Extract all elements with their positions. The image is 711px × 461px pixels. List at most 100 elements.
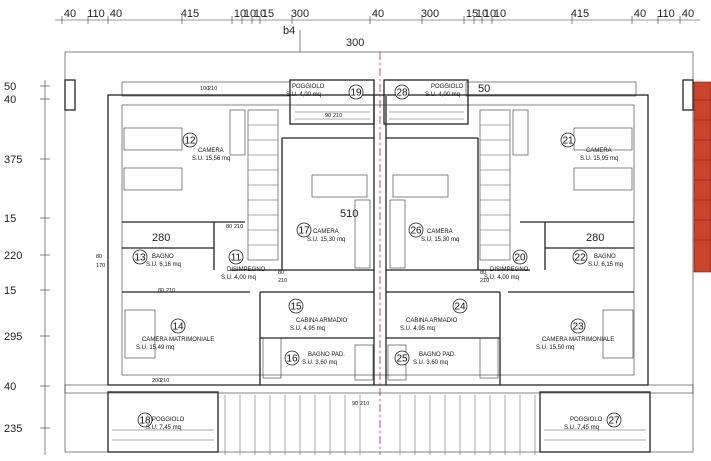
room-area: S.U. 4,95 mq [400,326,435,332]
room-area: S.U. 3,60 mq [302,360,337,366]
room-area: S.U. 6,15 mq [588,262,623,268]
left-dimension-label: 235 [4,423,22,435]
window-label: 510 [340,208,358,220]
bottom-balconies [64,384,694,455]
opening-label: 170 [96,263,105,269]
room-name: CAMERA [198,148,224,154]
room-number: 24 [454,302,466,313]
opening-label: 210 [208,86,217,92]
left-dimension-label: 15 [4,213,16,225]
opening-label: 80 [226,224,232,230]
room-number: 12 [184,136,196,147]
top-dimension-label: 415 [181,8,199,20]
top-dimension-label: 110 [87,8,105,20]
top-dimension-label: 10 [254,8,266,20]
left-dimension-label: 375 [4,154,22,166]
room-number-circle [182,132,198,148]
room-number: 23 [572,322,584,333]
top-dimension-label: 40 [634,8,646,20]
room-number-circle [296,222,312,238]
room-area: S.U. 6,16 mq [146,262,181,268]
room-name: CABINA ARMADIO [406,318,458,324]
room-number: 21 [562,136,574,147]
opening-label: 210 [160,378,169,384]
span-side-label: 50 [478,83,490,95]
top-dimension-label: 40 [64,8,76,20]
opening-label: 80 [480,270,486,276]
opening-label: 210 [278,278,287,284]
room-number: 14 [172,322,184,333]
opening-label: 210 [480,278,489,284]
room-area: S.U. 15,30 mq [421,237,459,243]
opening-label: 210 [360,401,369,407]
room-name: CAMERA MATRIMONIALE [142,337,214,343]
room-number: 19 [350,88,362,99]
room-name: POGGIOLO [431,84,464,90]
room-number-circle [408,222,424,238]
room-number: 28 [396,88,408,99]
room-area: S.U. 4,00 mq [425,92,460,98]
room-number-circle [170,318,186,334]
top-dimension-label: 415 [571,8,589,20]
left-dimension-label: 50 [4,81,16,93]
top-dimension-label: 300 [291,8,309,20]
room-name: CABINA ARMADIO [296,318,348,324]
opening-label: 90 [352,401,358,407]
room-number-circle [137,412,153,428]
room-number: 20 [514,253,526,264]
opening-label: 210 [333,113,342,119]
room-number-circle [560,132,576,148]
opening-label: 90 [325,113,331,119]
room-number: 13 [134,253,146,264]
opening-label: 200 [152,378,161,384]
room-area: S.U. 7,45 mq [146,425,181,431]
room-number-circle [228,249,244,265]
axis-label: b4 [283,25,295,37]
left-dimension-label: 40 [4,94,16,106]
room-number-circle [288,298,304,314]
room-area: S.U. 4,00 mq [484,275,519,281]
room-number: 15 [290,302,302,313]
top-dimension-label: 40 [372,8,384,20]
left-dimension-label: 295 [4,331,22,343]
room-area: S.U. 15,95 mq [580,156,618,162]
room-number: 25 [396,354,408,365]
room-area: S.U. 15,56 mq [192,156,230,162]
room-area: S.U. 4,95 mq [290,326,325,332]
room-number: 18 [139,416,151,427]
top-dimension-label: 10 [494,8,506,20]
room-number-circle [348,84,364,100]
room-number-circle [570,318,586,334]
room-area: S.U. 3,60 mq [413,360,448,366]
room-name: BAGNO [594,254,616,260]
top-dimension-label: 10 [234,8,246,20]
interior-walls [122,137,634,385]
room-number-circle [572,249,588,265]
room-area: S.U. 15,30 mq [307,237,345,243]
room-name: BAGNO [152,254,174,260]
top-balconies [121,79,637,125]
top-dimension-label: 40 [682,8,694,20]
opening-label: 80 [96,254,102,260]
room-area: S.U. 4,00 mq [286,92,321,98]
top-dimension-label: 40 [110,8,122,20]
room-name: BAGNO PAD. [308,352,345,358]
room-number: 16 [286,354,298,365]
top-dimension-label: 15 [466,8,478,20]
room-number-circle [394,84,410,100]
room-name: CAMERA [313,229,339,235]
furniture [123,109,634,381]
opening-label: 80 [158,288,164,294]
left-dimension-label: 40 [4,381,16,393]
window-label: 280 [152,232,170,244]
stairs-right [479,109,511,261]
room-name: POGGIOLO [292,84,325,90]
room-number: 27 [608,416,620,427]
room-name: DISIMPEGNO [490,267,529,273]
room-number: 26 [410,226,422,237]
stairs-left [247,109,279,261]
